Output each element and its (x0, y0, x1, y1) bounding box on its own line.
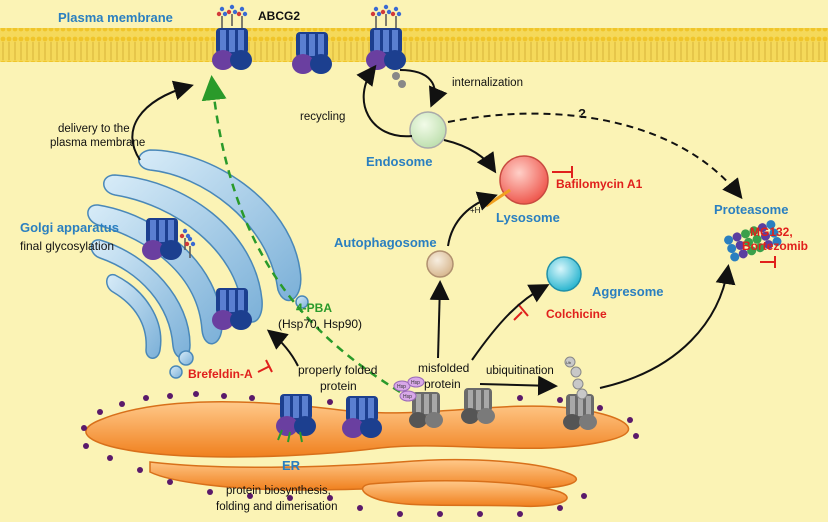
hplus-label: +H (470, 206, 481, 215)
autophagosome-vesicle (426, 250, 454, 278)
endosome-to-proteasome-arrow (447, 112, 743, 200)
misfolded-transporter-2 (461, 388, 495, 424)
abcg2-transporter-golgi-2 (212, 288, 252, 330)
pba-label: 4-PBA (296, 301, 332, 315)
aggresome-vesicle (546, 256, 582, 292)
misfolded-label-line2: protein (424, 377, 461, 391)
hsp-label: (Hsp70, Hsp90) (278, 317, 362, 331)
abcg2-transporter-er-2 (342, 396, 382, 438)
golgi-apparatus (87, 149, 309, 379)
internalization-arrow (399, 69, 448, 108)
ubiquitinated-to-proteasome-arrow (599, 264, 736, 389)
plasma-membrane-bilayer (0, 28, 828, 62)
chaperone-label-1: Hsp (397, 384, 406, 390)
properly-folded-label-line2: protein (320, 379, 357, 393)
mg132-label-line1: MG132, (750, 225, 793, 239)
proteasome-label: Proteasome (714, 202, 788, 217)
misfolded-transporter-3 (563, 394, 597, 430)
delivery-label-line1: delivery to the (58, 123, 130, 135)
abcg2-transporter-membrane-1 (212, 4, 252, 70)
misfolded-to-aggresome-arrow (471, 284, 550, 361)
internalization-label: internalization (452, 77, 523, 89)
lysosome-label: Lysosome (496, 210, 560, 225)
abcg2-label: ABCG2 (258, 9, 300, 23)
glycosylation-label: final glycosylation (20, 239, 114, 253)
golgi-label: Golgi apparatus (20, 220, 119, 235)
properly-folded-label-line1: properly folded (298, 363, 377, 377)
recycling-arrow (356, 64, 413, 138)
endoplasmic-reticulum (85, 401, 630, 508)
brefeldin-inhibition-icon (257, 359, 273, 373)
er-to-golgi-arrow (266, 329, 299, 367)
ubiquitin-label: Ub (566, 360, 572, 365)
aggresome-label: Aggresome (592, 284, 664, 299)
misfolded-label-line1: misfolded (418, 361, 469, 375)
recycling-label: recycling (300, 111, 345, 123)
chaperone-label-2: Hsp (411, 380, 420, 386)
proteasome-complex (724, 220, 782, 262)
proteasome-inhibition-icon (760, 256, 776, 268)
chaperone-rescue-path (201, 75, 401, 394)
question-label: ? (578, 106, 586, 121)
misfolded-to-autophagosome-arrow (429, 280, 450, 359)
delivery-label-line2: plasma membrane (50, 137, 145, 149)
abcg2-transporter-er-1 (276, 394, 316, 443)
bafilomycin-label: Bafilomycin A1 (556, 177, 643, 191)
abcg2-transporter-membrane-3 (366, 4, 406, 88)
ubiquitination-arrow (479, 375, 558, 396)
chaperones: Hsp Hsp Hsp (393, 376, 425, 402)
ubiquitin-chain (564, 356, 588, 400)
plasma-membrane-label: Plasma membrane (58, 10, 173, 25)
ribosomes (81, 391, 639, 517)
colchicine-inhibition-icon (513, 303, 529, 321)
endosome-to-lysosome-arrow (443, 139, 497, 174)
delivery-arrow (131, 80, 194, 161)
er-desc-line1: protein biosynthesis, (226, 485, 331, 497)
colchicine-label: Colchicine (546, 307, 607, 321)
abcg2-transporter-membrane-2 (292, 32, 332, 74)
brefeldin-label: Brefeldin-A (188, 367, 253, 381)
bafilomycin-inhibition-icon (552, 166, 573, 178)
chaperone-label-3: Hsp (403, 394, 412, 400)
autophagosome-label: Autophagosome (334, 235, 437, 250)
endosome-vesicle (409, 111, 447, 149)
er-desc-line2: folding and dimerisation (216, 501, 337, 513)
er-label: ER (282, 458, 301, 473)
lysosome-vesicle (499, 155, 549, 205)
endosome-label: Endosome (366, 154, 432, 169)
autophagosome-to-lysosome-arrow (447, 191, 498, 247)
mg132-label-line2: Bortezomib (742, 239, 808, 253)
ubiquitination-label: ubiquitination (486, 365, 554, 377)
